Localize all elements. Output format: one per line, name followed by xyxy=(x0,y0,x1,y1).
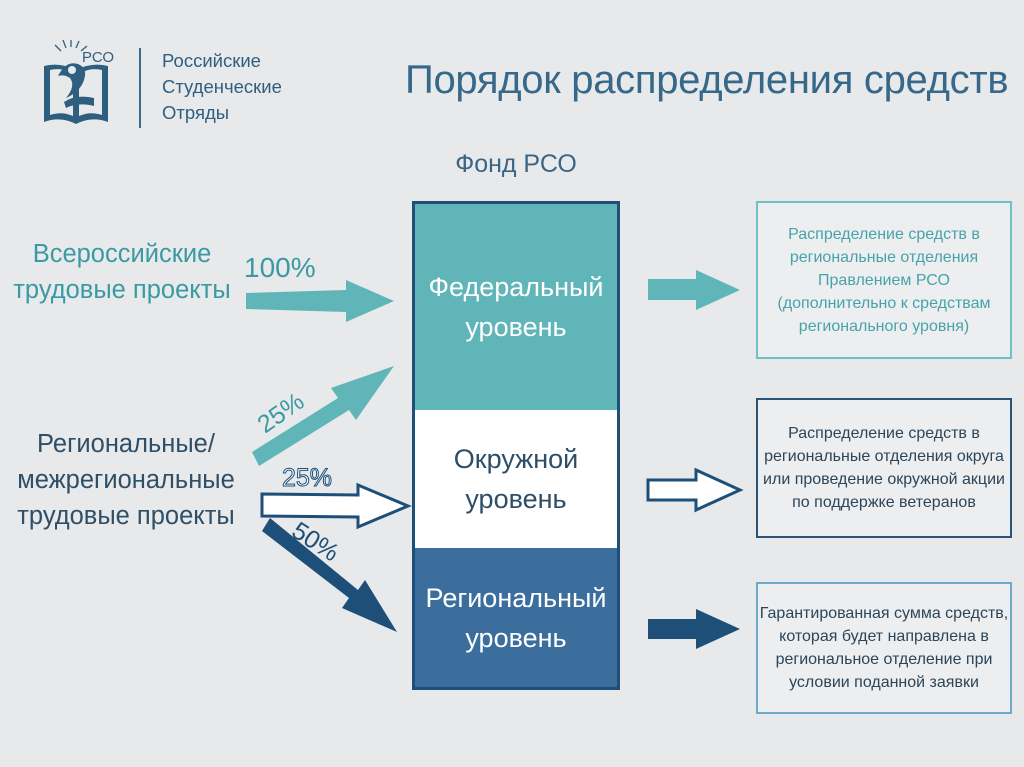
arrow-regional-federal xyxy=(252,366,394,466)
source-line: межрегиональные xyxy=(17,466,235,494)
logo-line: Студенческие xyxy=(162,76,282,97)
box-line: регионального уровня) xyxy=(798,317,970,335)
box-line: Распределение средств в xyxy=(788,425,980,442)
source-line: трудовые проекты xyxy=(17,502,235,530)
arrow-regional-regional xyxy=(262,518,397,632)
level-label: уровень xyxy=(465,484,567,514)
fund-label: Фонд РСО xyxy=(455,150,577,178)
source-line: Всероссийские xyxy=(32,240,212,268)
box-line: Распределение средств в xyxy=(788,225,980,243)
slide-title: Порядок распределения средств xyxy=(405,58,1009,102)
box-line: региональные отделения xyxy=(789,248,979,266)
source-line: Региональные/ xyxy=(37,430,215,458)
box-line: (дополнительно к средствам xyxy=(777,294,991,312)
arrow-regional-box xyxy=(648,609,740,649)
logo-line: Отряды xyxy=(162,102,230,123)
box-line: по поддержке ветеранов xyxy=(792,494,976,511)
arrow-allrussian-federal xyxy=(246,280,394,322)
box-federal-distribution: Распределение средств в региональные отд… xyxy=(756,201,1012,359)
rso-logo-icon: РСО xyxy=(44,40,114,124)
level-label: уровень xyxy=(465,622,567,653)
box-line: условии поданной заявки xyxy=(789,674,979,691)
logo-divider xyxy=(139,48,141,128)
box-line: региональное отделение при xyxy=(775,651,993,668)
box-line: или проведение окружной акции xyxy=(763,471,1005,488)
fund-column: Федеральный уровень Окружной уровень Рег… xyxy=(412,201,620,690)
box-line: региональные отделения округа xyxy=(764,448,1004,465)
source-regional-projects: Региональные/ межрегиональные трудовые п… xyxy=(4,426,248,534)
level-label: Окружной xyxy=(453,444,579,474)
arrow-regional-okrug xyxy=(260,482,412,530)
level-regional: Региональный уровень xyxy=(415,548,617,687)
pct-regional-okrug: 25% xyxy=(282,464,332,492)
level-label: уровень xyxy=(465,312,567,342)
level-federal: Федеральный уровень xyxy=(415,204,617,410)
arrow-okrug-box xyxy=(646,467,744,513)
pct-allrussian-federal: 100% xyxy=(244,252,316,283)
box-line: которая будет направлена в xyxy=(779,628,989,645)
box-line: Правлением РСО xyxy=(818,271,950,289)
source-allrussian-projects: Всероссийские трудовые проекты xyxy=(6,236,238,308)
box-regional-distribution: Гарантированная сумма средств, которая б… xyxy=(756,582,1012,714)
logo-abbr: РСО xyxy=(82,49,114,66)
box-okrug-distribution: Распределение средств в региональные отд… xyxy=(756,398,1012,538)
arrow-federal-box xyxy=(648,270,740,310)
level-label: Федеральный xyxy=(428,272,604,302)
source-line: трудовые проекты xyxy=(13,276,231,304)
level-label: Региональный xyxy=(425,582,607,613)
level-okrug: Окружной уровень xyxy=(415,410,617,548)
logo-line: Российские xyxy=(162,50,261,71)
box-line: Гарантированная сумма средств, xyxy=(759,605,1009,622)
logo-org-name: Российские Студенческие Отряды xyxy=(162,48,282,126)
